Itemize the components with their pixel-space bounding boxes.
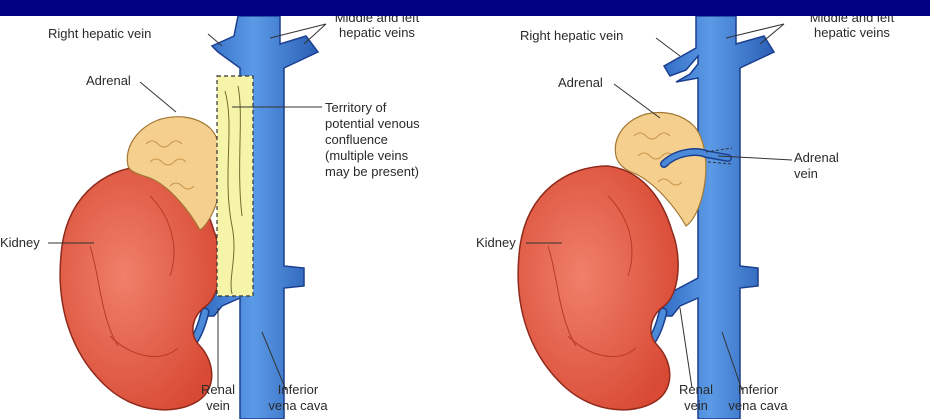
label-adrenal-vein-2: vein <box>794 166 818 181</box>
label-middle-left-hepatic-2-right: hepatic veins <box>814 25 890 40</box>
label-territory-1: Territory of <box>325 100 387 115</box>
label-adrenal-right: Adrenal <box>558 75 603 90</box>
label-ivc-1-right: Inferior <box>738 382 779 397</box>
kidney-shape-right <box>518 166 678 410</box>
right-diagram-panel: Middle and left hepatic veins Right hepa… <box>466 16 930 419</box>
label-renal-vein-2-right: vein <box>684 398 708 413</box>
label-right-hepatic-vein: Right hepatic vein <box>48 26 151 41</box>
label-middle-left-hepatic-1-right: Middle and left <box>810 16 895 25</box>
label-territory-5: may be present) <box>325 164 419 179</box>
label-kidney-right: Kidney <box>476 235 516 250</box>
left-anatomy-illustration: Middle and left hepatic veins Right hepa… <box>0 16 466 419</box>
label-territory-2: potential venous <box>325 116 420 131</box>
label-ivc-1: Inferior <box>278 382 319 397</box>
label-adrenal-vein-1: Adrenal <box>794 150 839 165</box>
label-renal-vein-1-right: Renal <box>679 382 713 397</box>
label-ivc-2: vena cava <box>268 398 328 413</box>
label-middle-left-hepatic-1: Middle and left <box>335 16 420 25</box>
label-kidney: Kidney <box>0 235 40 250</box>
label-territory-3: confluence <box>325 132 388 147</box>
label-adrenal: Adrenal <box>86 73 131 88</box>
label-renal-vein-2: vein <box>206 398 230 413</box>
left-diagram-panel: Middle and left hepatic veins Right hepa… <box>0 16 466 419</box>
label-ivc-2-right: vena cava <box>728 398 788 413</box>
label-renal-vein-1: Renal <box>201 382 235 397</box>
label-right-hepatic-vein-right: Right hepatic vein <box>520 28 623 43</box>
label-middle-left-hepatic-2: hepatic veins <box>339 25 415 40</box>
label-territory-4: (multiple veins <box>325 148 409 163</box>
territory-box <box>217 76 253 296</box>
right-anatomy-illustration: Middle and left hepatic veins Right hepa… <box>466 16 930 419</box>
